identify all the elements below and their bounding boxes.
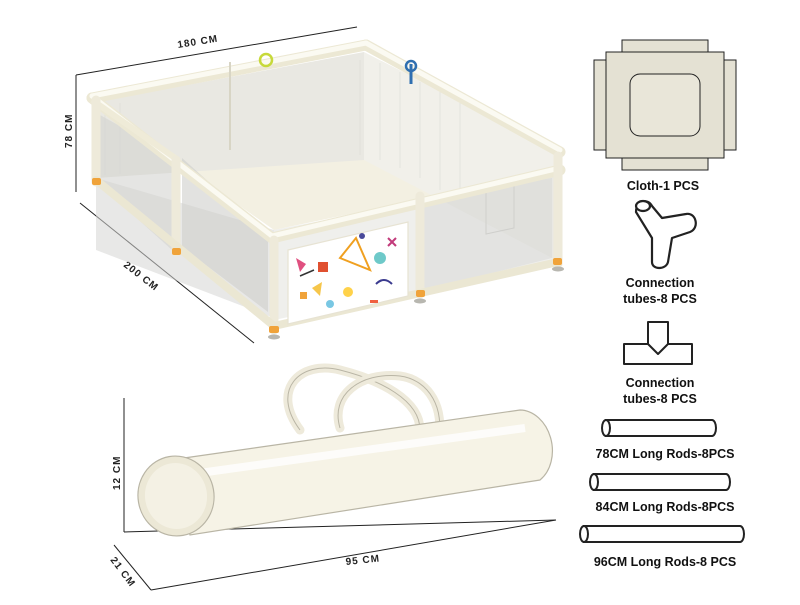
storage-bag-image (137, 363, 553, 537)
rod-78-icon (601, 419, 717, 437)
playpen-width-label: 180 CM (177, 34, 219, 51)
rod-96-icon (579, 525, 745, 543)
playpen-image (86, 39, 566, 340)
playpen-height-label: 78 CM (64, 114, 75, 148)
t-connector-icon (623, 321, 693, 365)
y-connector-icon (634, 199, 697, 270)
t-connector-label-line1: Connection (625, 376, 695, 390)
cloth-label: Cloth-1 PCS (626, 179, 700, 193)
rod-78-label: 78CM Long Rods-8PCS (595, 447, 735, 461)
t-connector-label: Connection tubes-8 PCS (590, 375, 730, 407)
t-connector-label-line2: tubes-8 PCS (623, 392, 697, 406)
cloth-icon (593, 39, 737, 171)
rod-84-icon (589, 473, 731, 491)
bag-height-label: 12 CM (112, 456, 123, 490)
bag-length-label: 95 CM (345, 553, 380, 568)
printed-panel (287, 221, 409, 325)
rod-96-label: 96CM Long Rods-8 PCS (593, 555, 737, 569)
rod-84-label: 84CM Long Rods-8PCS (595, 500, 735, 514)
y-connector-label: Connection tubes-8 PCS (590, 275, 730, 307)
y-connector-label-line2: tubes-8 PCS (623, 292, 697, 306)
y-connector-label-line1: Connection (625, 276, 695, 290)
bag-depth-label: 21 CM (108, 555, 138, 589)
